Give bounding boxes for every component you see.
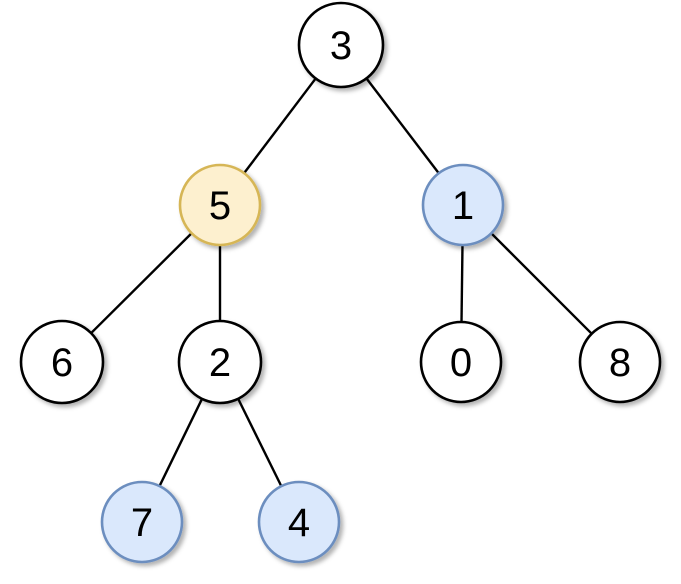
node-circle-5[interactable] bbox=[178, 163, 262, 247]
tree-node-4[interactable]: 4 bbox=[257, 480, 341, 564]
tree-node-6[interactable]: 6 bbox=[19, 319, 105, 405]
tree-node-1[interactable]: 1 bbox=[421, 163, 505, 247]
node-circle-6[interactable] bbox=[19, 319, 105, 405]
tree-node-7[interactable]: 7 bbox=[100, 480, 184, 564]
tree-edge-5-6 bbox=[89, 231, 194, 335]
tree-node-5[interactable]: 5 bbox=[178, 163, 262, 247]
tree-edge-3-5 bbox=[242, 76, 318, 175]
tree-edge-3-1 bbox=[364, 76, 441, 175]
tree-edge-2-4 bbox=[236, 397, 283, 488]
tree-edge-1-0 bbox=[460, 243, 464, 324]
tree-edge-1-8 bbox=[489, 231, 594, 336]
tree-node-0[interactable]: 0 bbox=[419, 320, 503, 404]
node-circle-4[interactable] bbox=[257, 480, 341, 564]
tree-node-2[interactable]: 2 bbox=[177, 319, 263, 405]
edge-layer bbox=[89, 76, 594, 488]
tree-edge-2-7 bbox=[158, 397, 204, 488]
node-circle-8[interactable] bbox=[578, 320, 662, 404]
node-circle-3[interactable] bbox=[297, 1, 385, 89]
tree-node-3[interactable]: 3 bbox=[297, 1, 385, 89]
tree-node-8[interactable]: 8 bbox=[578, 320, 662, 404]
node-circle-1[interactable] bbox=[421, 163, 505, 247]
node-circle-0[interactable] bbox=[419, 320, 503, 404]
node-circle-2[interactable] bbox=[177, 319, 263, 405]
node-circle-7[interactable] bbox=[100, 480, 184, 564]
